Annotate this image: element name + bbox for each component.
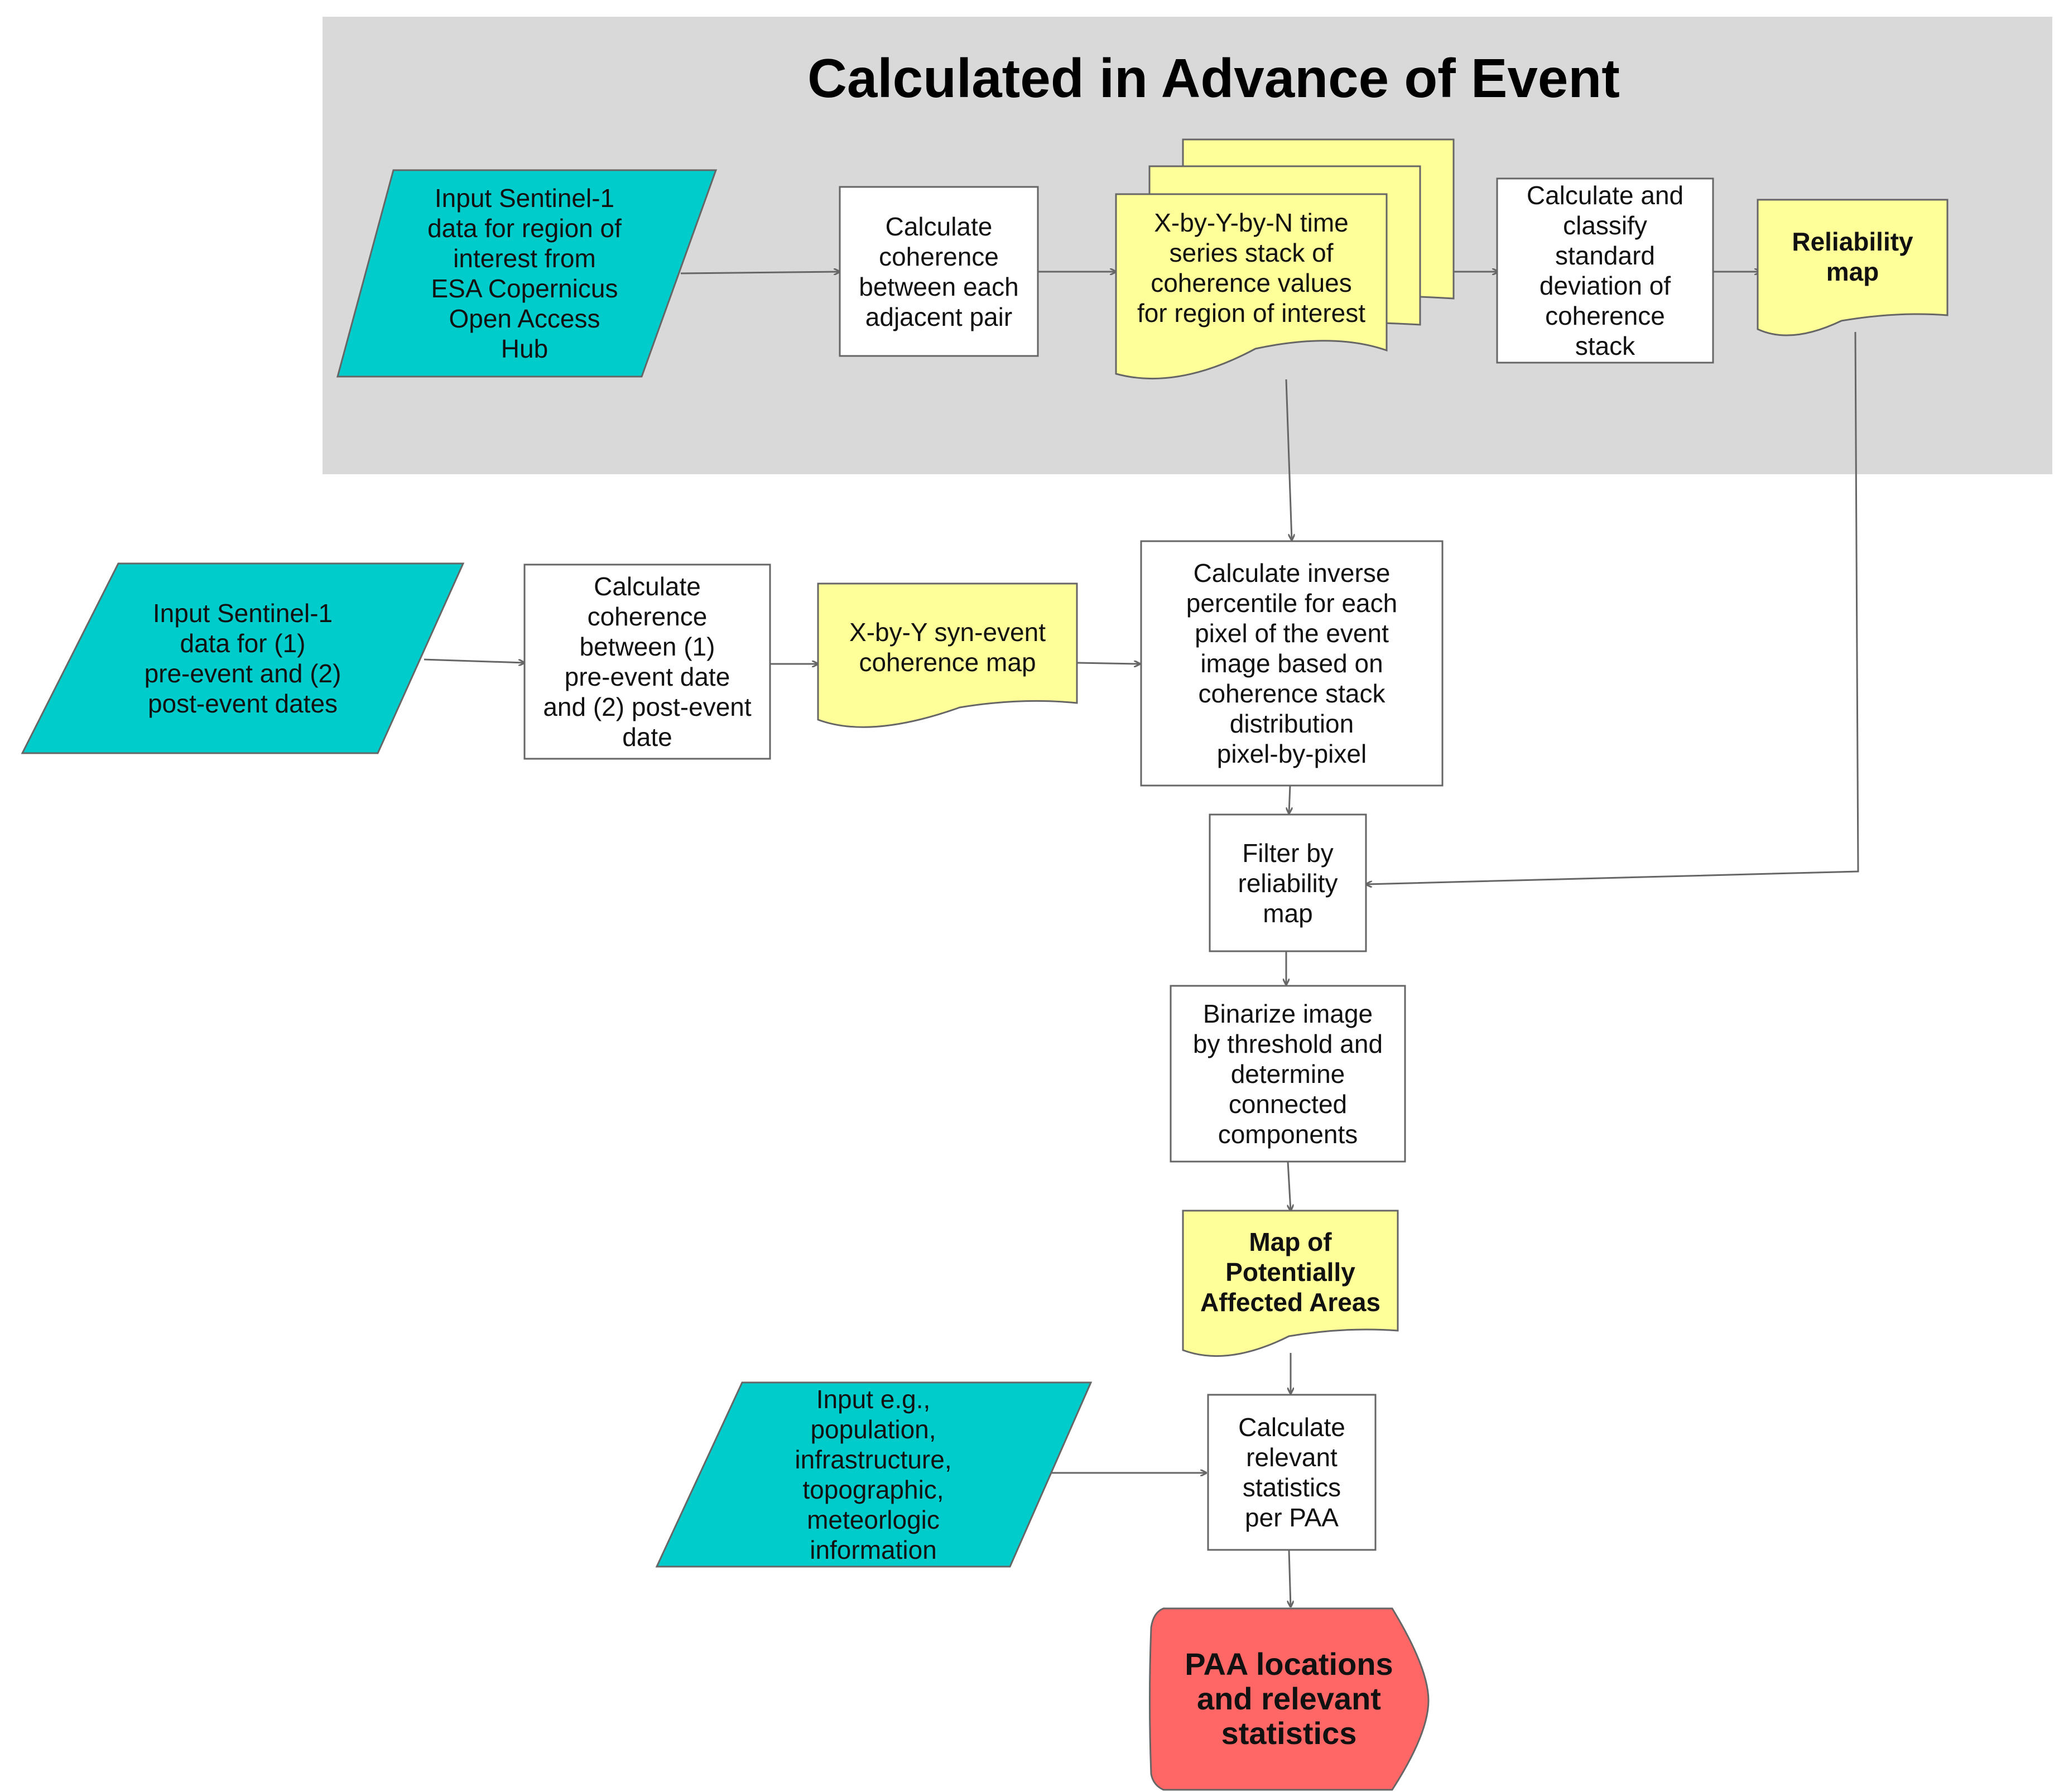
inverse-percentile-shape bbox=[1140, 540, 1444, 787]
arrow-binarize-to-paa-map bbox=[1288, 1161, 1291, 1211]
syn-event-map-shape bbox=[817, 582, 1078, 728]
paa-output-shape bbox=[1149, 1607, 1430, 1791]
input-sentinel-event-shape bbox=[21, 562, 465, 754]
input-sentinel-region-shape bbox=[336, 169, 718, 378]
diagram-title: Calculated in Advance of Event bbox=[807, 47, 1620, 109]
calc-statistics-shape bbox=[1207, 1394, 1377, 1551]
calc-coherence-event-label: Calculate coherence between (1) pre-even… bbox=[543, 572, 752, 752]
binarize-label: Binarize image by threshold and determin… bbox=[1192, 999, 1383, 1149]
input-sentinel-event-label: Input Sentinel-1 data for (1) pre-event … bbox=[144, 599, 341, 718]
input-ancillary-shape bbox=[655, 1381, 1093, 1568]
arrow-input-to-coherence-adjacent bbox=[680, 272, 840, 273]
arrow-syn-map-to-inverse-percentile bbox=[1076, 663, 1140, 664]
classify-std-dev-shape bbox=[1496, 177, 1714, 364]
reliability-map-label: Reliability map bbox=[1792, 227, 1913, 286]
coherence-stack-label: X-by-Y-by-N time series stack of coheren… bbox=[1137, 208, 1366, 327]
calc-coherence-adjacent-shape bbox=[839, 186, 1039, 357]
paa-map-label: Map of Potentially Affected Areas bbox=[1200, 1227, 1380, 1317]
calc-statistics-label: Calculate relevant statistics per PAA bbox=[1238, 1413, 1345, 1532]
paa-map-shape bbox=[1182, 1210, 1399, 1357]
calc-coherence-event-shape bbox=[523, 563, 771, 760]
filter-reliability-label: Filter by reliability map bbox=[1238, 838, 1338, 928]
classify-std-dev-label: Calculate and classify standard deviatio… bbox=[1526, 181, 1684, 360]
arrow-statistics-to-output bbox=[1289, 1549, 1291, 1607]
coherence-stack-shape bbox=[1115, 138, 1455, 380]
inverse-percentile-label: Calculate inverse percentile for each pi… bbox=[1186, 558, 1398, 768]
input-ancillary-label: Input e.g., population, infrastructure, … bbox=[795, 1384, 952, 1564]
paa-output-label: PAA locations and relevant statistics bbox=[1185, 1646, 1393, 1751]
filter-reliability-shape bbox=[1209, 813, 1367, 952]
input-sentinel-region-label: Input Sentinel-1 data for region of inte… bbox=[427, 184, 622, 363]
reliability-map-shape bbox=[1757, 199, 1949, 336]
syn-event-map-label: X-by-Y syn-event coherence map bbox=[849, 618, 1046, 677]
arrow-stack-to-inverse-percentile bbox=[1285, 379, 1292, 540]
arrow-inverse-percentile-to-filter bbox=[1289, 785, 1290, 813]
arrow-event-input-to-coherence-event bbox=[424, 658, 525, 663]
calc-coherence-adjacent-label: Calculate coherence between each adjacen… bbox=[859, 211, 1019, 331]
arrow-reliability-to-filter bbox=[1366, 331, 1859, 884]
binarize-shape bbox=[1170, 985, 1406, 1163]
